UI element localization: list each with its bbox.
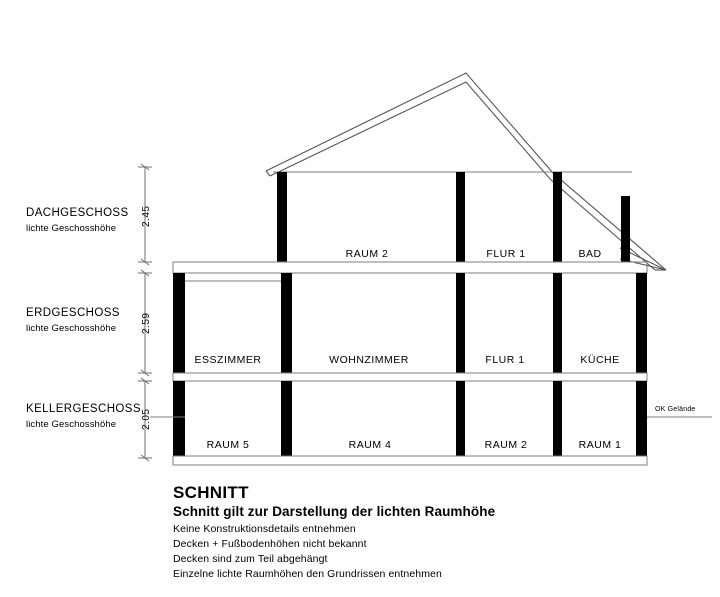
room-label-ground-2: FLUR 1: [485, 354, 525, 366]
slab-ground-basement: [172, 372, 648, 382]
slab-attic-ground: [172, 261, 648, 274]
attic-wall-inner-2: [553, 172, 562, 262]
basement-wall-left: [173, 381, 185, 456]
room-label-basement-1: RAUM 4: [348, 439, 392, 451]
dimension-value-erdgeschoss: 2.59: [141, 312, 152, 334]
level-sublabel-erdgeschoss: lichte Geschosshöhe: [26, 323, 117, 334]
basement-wall-inner-3: [553, 381, 562, 456]
level-label-erdgeschoss: ERDGESCHOSS: [26, 307, 120, 319]
ground-wall-right: [636, 273, 647, 373]
caption-note-3: Einzelne lichte Raumhöhen den Grundrisse…: [173, 568, 442, 580]
level-sublabel-kellergeschoss: lichte Geschosshöhe: [26, 419, 117, 430]
level-label-dachgeschoss: DACHGESCHOSS: [26, 207, 129, 219]
room-label-basement-3: RAUM 1: [578, 439, 622, 451]
terrain-label: OK Gelände: [655, 406, 696, 413]
caption-subtitle: Schnitt gilt zur Darstellung der lichten…: [173, 504, 496, 519]
ground-wall-inner-1: [281, 273, 292, 373]
attic-wall-right: [621, 196, 630, 262]
level-basement: [173, 380, 647, 457]
room-label-attic-2: BAD: [578, 248, 602, 260]
basement-wall-right: [636, 381, 647, 456]
level-label-kellergeschoss: KELLERGESCHOSS: [26, 403, 141, 415]
caption-title: SCHNITT: [173, 483, 249, 502]
basement-wall-inner-1: [281, 381, 292, 456]
attic-wall-left: [277, 172, 287, 262]
base-slab: [172, 455, 648, 466]
dimension-value-dachgeschoss: 2.45: [141, 205, 152, 227]
room-label-attic-1: FLUR 1: [486, 248, 526, 260]
room-label-ground-1: WOHNZIMMER: [329, 354, 409, 366]
room-label-ground-3: KÜCHE: [580, 354, 620, 366]
ground-wall-inner-2: [456, 273, 465, 373]
attic-wall-inner-1: [456, 172, 465, 262]
room-label-basement-2: RAUM 2: [484, 439, 528, 451]
room-label-attic-0: RAUM 2: [345, 248, 389, 260]
basement-wall-inner-2: [456, 381, 465, 456]
dimension-value-kellergeschoss: 2.05: [141, 408, 152, 430]
caption-note-1: Decken + Fußbodenhöhen nicht bekannt: [173, 538, 367, 550]
room-label-basement-0: RAUM 5: [206, 439, 250, 451]
dimension-chain: [138, 163, 185, 462]
room-label-ground-0: ESSZIMMER: [194, 354, 262, 366]
caption-note-2: Decken sind zum Teil abgehängt: [173, 553, 328, 565]
level-sublabel-dachgeschoss: lichte Geschosshöhe: [26, 223, 117, 234]
caption-note-0: Keine Konstruktionsdetails entnehmen: [173, 523, 356, 535]
ground-wall-inner-3: [553, 273, 562, 373]
ground-wall-left: [173, 273, 185, 373]
